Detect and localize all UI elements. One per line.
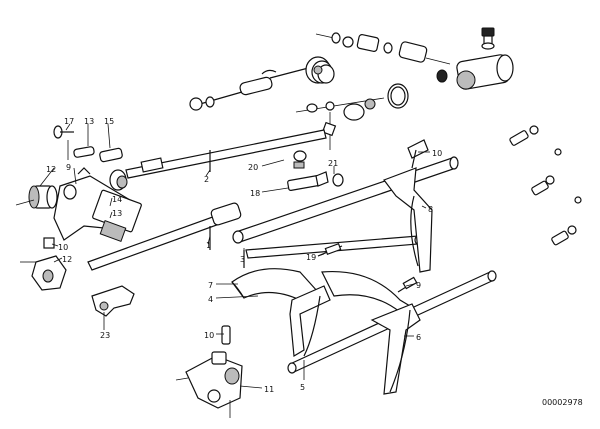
detent-pins-right: [509, 125, 582, 246]
coil-spring-assembly: [189, 56, 335, 111]
callout-8: 8: [428, 205, 433, 214]
leader-lines: [39, 123, 430, 389]
shift-rod-1: [87, 202, 242, 271]
callout-10b: 10: [432, 149, 442, 158]
shift-fork-7-4: [231, 268, 331, 358]
callout-20: 20: [248, 163, 258, 172]
detent-spring-assembly: [315, 27, 514, 90]
callout-9b: 9: [416, 281, 421, 290]
catalog-number: 00002978: [542, 398, 583, 407]
snap-ring-parts: [295, 83, 409, 150]
callout-10c: 10: [204, 331, 214, 340]
callout-6: 6: [416, 333, 421, 342]
callout-23: 23: [100, 331, 110, 340]
callout-12b: 12: [62, 255, 72, 264]
shift-rod-2: [125, 129, 327, 179]
selector-lever-assembly: [15, 125, 142, 242]
callout-9: 9: [66, 163, 71, 172]
callout-14: 14: [112, 195, 122, 204]
callout-1: 1: [206, 241, 211, 250]
callout-12: 12: [46, 165, 56, 174]
callout-7: 7: [208, 281, 213, 290]
callout-labels: 17 13 15 12 9 14 13 12 10 23 2 20 18 21 …: [46, 117, 442, 394]
callout-4: 4: [208, 295, 213, 304]
callout-5: 5: [300, 383, 305, 392]
callout-11: 11: [264, 385, 274, 394]
small-shift-parts: [20, 150, 418, 317]
callout-21: 21: [328, 159, 338, 168]
callout-3: 3: [240, 255, 245, 264]
callout-17: 17: [64, 117, 74, 126]
callout-13: 13: [84, 117, 94, 126]
shift-fork-8: [383, 139, 433, 273]
callout-15: 15: [104, 117, 114, 126]
shift-bracket-11: [175, 325, 243, 418]
callout-13b: 13: [112, 209, 122, 218]
callout-2: 2: [204, 175, 209, 184]
shift-fork-6: [321, 270, 421, 395]
callout-10: 10: [58, 243, 68, 252]
callout-18: 18: [250, 189, 260, 198]
callout-19: 19: [306, 253, 316, 262]
